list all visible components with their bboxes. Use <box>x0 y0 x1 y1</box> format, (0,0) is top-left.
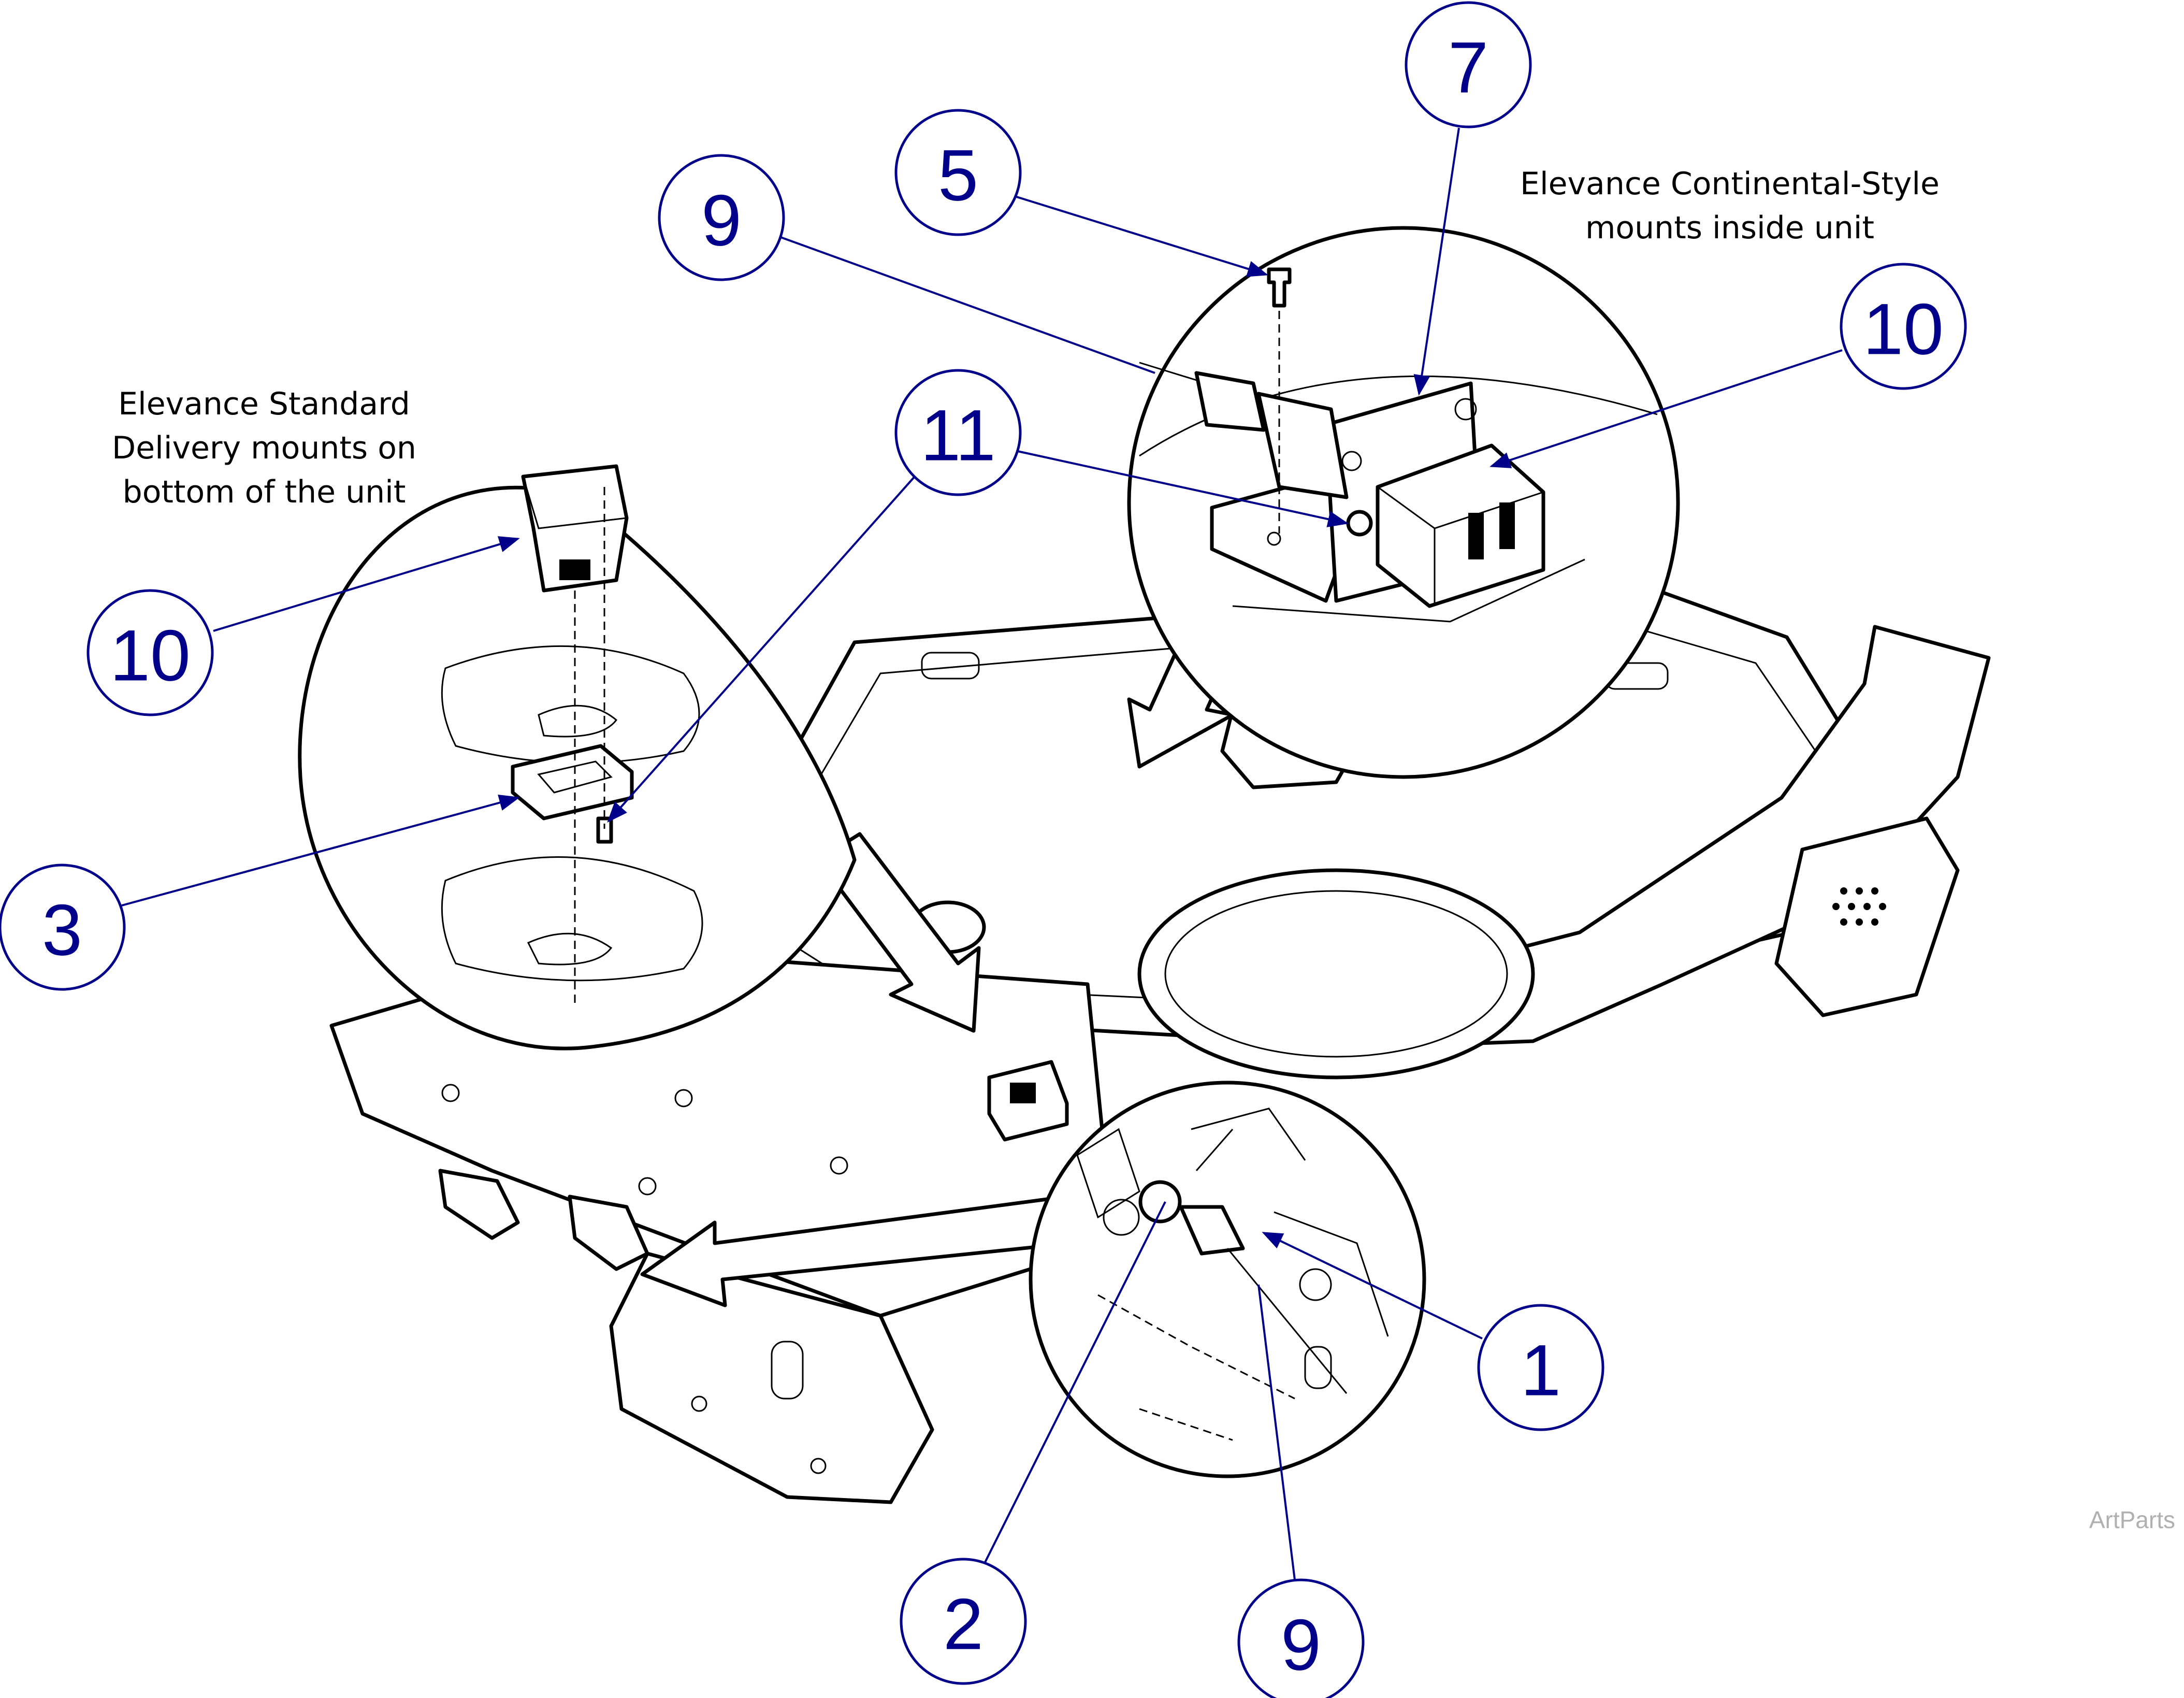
callout-3: 3 <box>0 864 126 991</box>
detail-continental <box>1127 226 1680 779</box>
leader-10-left <box>213 536 520 632</box>
callout-11-label: 11 <box>920 395 995 476</box>
callout-5-label: 5 <box>938 135 978 216</box>
callout-2: 2 <box>900 1558 1027 1685</box>
detail-arrow-standard <box>816 832 981 1033</box>
callout-9-top: 9 <box>658 154 785 281</box>
callout-7-label: 7 <box>1448 27 1488 108</box>
leader-9-top <box>777 235 1155 374</box>
callout-2-label: 2 <box>943 1584 983 1665</box>
leader-10-right <box>1489 349 1843 468</box>
leader-11-a <box>1015 450 1349 527</box>
leader-5 <box>1009 194 1268 277</box>
note-standard-line1: Elevance Standard <box>118 386 410 422</box>
artparts-credit: ArtParts <box>2089 1506 2175 1533</box>
callout-5: 5 <box>894 109 1022 236</box>
speaker-grille <box>1832 887 1886 926</box>
leader-11-b <box>607 470 920 823</box>
callout-10-left: 10 <box>86 589 214 716</box>
note-standard-line3: bottom of the unit <box>123 474 406 510</box>
note-continental-line2: mounts inside unit <box>1585 210 1874 246</box>
note-standard-line2: Delivery mounts on <box>112 430 416 466</box>
detail-standard-delivery <box>298 464 857 1051</box>
note-standard: Elevance Standard Delivery mounts on bot… <box>112 386 416 510</box>
leader-1 <box>1262 1232 1483 1340</box>
callout-10-right: 10 <box>1840 263 1967 390</box>
callout-1-label: 1 <box>1521 1330 1561 1411</box>
callout-10-left-label: 10 <box>110 615 191 696</box>
leader-2 <box>983 1201 1166 1565</box>
note-continental-line1: Elevance Continental-Style <box>1520 166 1940 202</box>
callout-11: 11 <box>894 369 1022 496</box>
callout-9-bottom-label: 9 <box>1281 1604 1321 1686</box>
note-continental: Elevance Continental-Style mounts inside… <box>1520 166 1940 246</box>
leader-3 <box>121 795 520 906</box>
callout-9-top-label: 9 <box>701 180 742 261</box>
detail-arrow-cable <box>640 1195 1074 1307</box>
leader-7 <box>1413 127 1460 396</box>
callout-10-right-label: 10 <box>1863 289 1944 370</box>
leader-lines <box>121 127 1843 1580</box>
callout-7: 7 <box>1405 1 1532 128</box>
leader-9-bottom <box>1257 1284 1296 1580</box>
callout-9-bottom: 9 <box>1237 1578 1365 1698</box>
callout-3-label: 3 <box>42 889 82 971</box>
callout-1: 1 <box>1477 1304 1604 1431</box>
detail-cable-connection <box>1029 1081 1426 1478</box>
